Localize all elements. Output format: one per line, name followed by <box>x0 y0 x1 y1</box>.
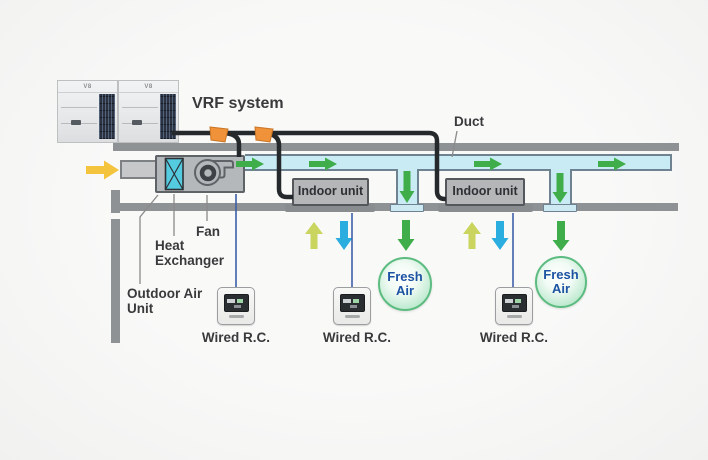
duct-drop-2 <box>549 169 572 206</box>
outdoor-unit-logo: V8 <box>83 83 92 90</box>
duct-drop-1 <box>396 169 419 206</box>
supply-duct <box>245 154 672 171</box>
vrf-system-label: VRF system <box>192 95 284 112</box>
supply-air-down-arrow-2 <box>491 221 509 250</box>
outdoor-unit-grille <box>99 94 115 139</box>
rc-screen <box>340 294 365 312</box>
wired-rc-label-3: Wired R.C. <box>479 330 549 345</box>
outdoor-air-unit-box <box>155 155 245 193</box>
supply-air-down-arrow-1 <box>335 221 353 250</box>
vrf-outdoor-unit-1: V8 <box>57 80 118 143</box>
wired-remote-controller-2 <box>333 287 371 325</box>
indoor-unit-2-box <box>445 178 525 206</box>
outdoor-unit-badge <box>71 120 81 125</box>
wired-rc-label-1: Wired R.C. <box>201 330 271 345</box>
rc-screen <box>502 294 527 312</box>
roof-slab <box>113 143 679 151</box>
rc-screen-glyph <box>227 299 235 303</box>
rc-screen-glyph <box>343 299 351 303</box>
fresh-air-text-line2: Air <box>395 283 415 298</box>
rc-screen-glyph <box>237 299 243 303</box>
refnet-branch-joint-1 <box>209 126 229 143</box>
outdoor-unit-top-panel: V8 <box>119 81 178 93</box>
rc-button-slot <box>507 315 522 318</box>
rc-screen-glyph <box>515 299 521 303</box>
outdoor-air-unit-label: Outdoor Air Unit <box>127 286 202 316</box>
fresh-air-bubble-1: Fresh Air <box>378 257 432 311</box>
duct-diffuser-1 <box>390 204 424 212</box>
outdoor-unit-panel-seams <box>122 94 158 139</box>
indoor-unit-1-base <box>285 204 375 212</box>
return-air-up-arrow-1 <box>305 222 323 249</box>
rc-screen-glyph <box>353 299 359 303</box>
outdoor-air-intake-arrow <box>86 160 119 180</box>
rc-screen-glyph <box>350 305 357 308</box>
rc-screen-glyph <box>505 299 513 303</box>
heat-exchanger-label-line1: Heat <box>155 238 185 253</box>
heat-exchanger-label-line2: Exchanger <box>155 253 225 268</box>
duct-diffuser-2 <box>543 204 577 212</box>
heat-exchanger-label: Heat Exchanger <box>155 238 224 268</box>
outdoor-air-unit-label-line2: Unit <box>127 301 154 316</box>
fresh-air-discharge-arrow-2 <box>552 221 570 251</box>
outdoor-unit-logo: V8 <box>144 83 153 90</box>
fresh-air-bubble-2: Fresh Air <box>535 256 587 308</box>
refnet-branch-joint-2 <box>254 126 274 143</box>
wired-remote-controller-1 <box>217 287 255 325</box>
fresh-air-text-line1: Fresh <box>387 269 423 284</box>
indoor-unit-1-label: Indoor unit <box>297 184 364 198</box>
wired-remote-controller-3 <box>495 287 533 325</box>
indoor-unit-2-label: Indoor unit <box>452 184 518 198</box>
vrf-outdoor-unit-2: V8 <box>118 80 179 143</box>
outdoor-air-unit-label-line1: Outdoor Air <box>127 286 203 301</box>
outdoor-unit-badge <box>132 120 142 125</box>
wall-lower-segment <box>111 219 120 343</box>
return-air-up-arrow-2 <box>463 222 481 249</box>
outdoor-unit-top-panel: V8 <box>58 81 117 93</box>
rc-button-slot <box>345 315 360 318</box>
fresh-air-text-line2: Air <box>551 281 571 296</box>
indoor-unit-2-base <box>438 204 533 212</box>
fresh-air-text-line1: Fresh <box>543 267 579 282</box>
wired-rc-label-2: Wired R.C. <box>322 330 392 345</box>
outdoor-unit-grille <box>160 94 176 139</box>
rc-button-slot <box>229 315 244 318</box>
duct-label: Duct <box>454 114 484 129</box>
outdoor-unit-panel-seams <box>61 94 97 139</box>
outdoor-air-intake-duct <box>120 160 158 179</box>
rc-screen <box>224 294 249 312</box>
fan-label: Fan <box>196 224 221 239</box>
fresh-air-discharge-arrow-1 <box>397 220 415 251</box>
rc-screen-glyph <box>234 305 241 308</box>
wall-upper-segment <box>111 190 120 213</box>
rc-screen-glyph <box>512 305 519 308</box>
